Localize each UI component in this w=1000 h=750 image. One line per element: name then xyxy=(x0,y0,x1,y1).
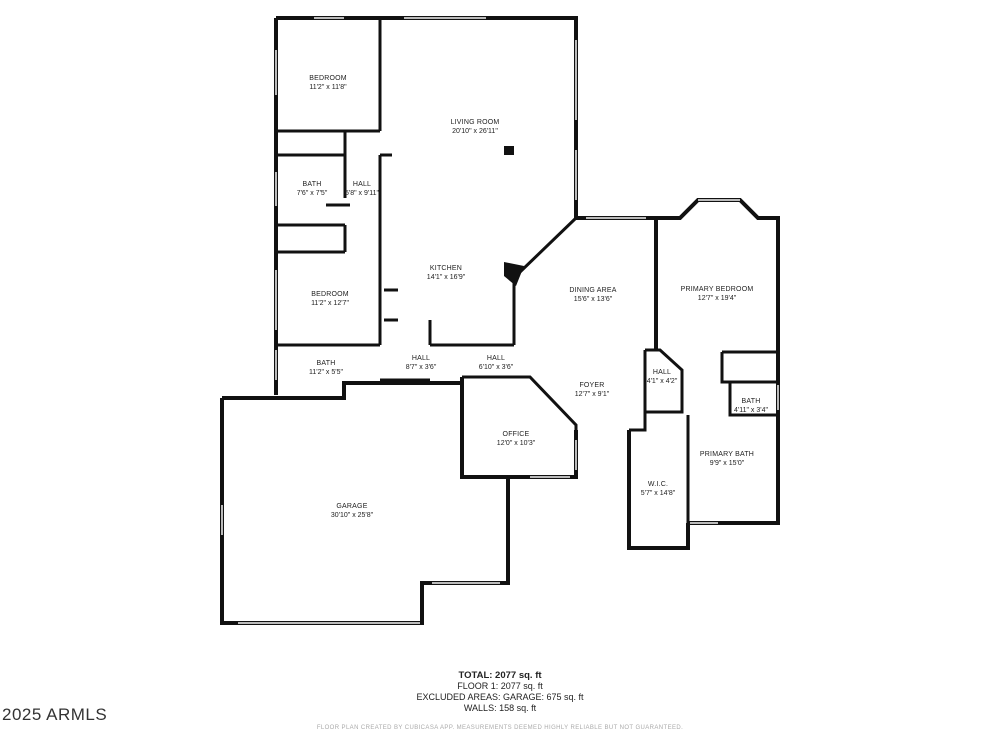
room-dimensions: 6'10" x 3'6" xyxy=(478,364,514,371)
exterior-walls xyxy=(220,16,780,625)
total-area: TOTAL: 2077 sq. ft xyxy=(458,670,542,681)
room-bedroom-top: BEDROOM 11'2" x 11'8" xyxy=(309,74,347,92)
room-name: PRIMARY BATH xyxy=(699,451,755,458)
room-dimensions: 7'6" x 7'5" xyxy=(296,190,328,197)
room-name: BATH xyxy=(316,360,336,367)
room-dimensions: 12'0" x 10'3" xyxy=(496,440,536,447)
room-name: KITCHEN xyxy=(429,265,463,272)
room-primary-bath: PRIMARY BATH 9'9" x 15'0" xyxy=(700,450,754,468)
room-dining-area: DINING AREA 15'6" x 13'6" xyxy=(569,286,616,304)
area-summary: TOTAL: 2077 sq. ft FLOOR 1: 2077 sq. ft … xyxy=(0,670,1000,714)
room-wic: W.I.C. 5'7" x 14'8" xyxy=(641,480,676,498)
room-dimensions: 11'2" x 11'8" xyxy=(309,84,347,91)
room-dimensions: 5'8" x 9'11" xyxy=(345,190,379,197)
room-name: HALL xyxy=(352,181,372,188)
room-name: GARAGE xyxy=(336,503,368,510)
room-bath-primary-small: BATH 4'11" x 3'4" xyxy=(734,397,768,415)
walls-area: WALLS: 158 sq. ft xyxy=(463,703,537,713)
room-dimensions: 12'7" x 19'4" xyxy=(697,295,737,302)
room-dimensions: 8'7" x 3'6" xyxy=(405,364,437,371)
room-foyer: FOYER 12'7" x 9'1" xyxy=(575,381,610,399)
room-name: HALL xyxy=(486,355,506,362)
room-dimensions: 9'9" x 15'0" xyxy=(709,460,745,467)
room-living-room: LIVING ROOM 20'10" x 26'11" xyxy=(451,118,500,136)
room-dimensions: 11'2" x 5'5" xyxy=(309,369,343,376)
room-dimensions: 30'10" x 25'8" xyxy=(330,512,374,519)
room-garage: GARAGE 30'10" x 25'8" xyxy=(331,502,373,520)
room-hall-c: HALL 4'1" x 4'2" xyxy=(647,368,678,386)
room-name: PRIMARY BEDROOM xyxy=(680,286,754,293)
room-name: OFFICE xyxy=(502,431,530,438)
room-name: W.I.C. xyxy=(647,481,669,488)
room-hall-upper: HALL 5'8" x 9'11" xyxy=(345,180,379,198)
fixtures xyxy=(504,146,524,286)
room-kitchen: KITCHEN 14'1" x 16'9" xyxy=(427,264,465,282)
room-dimensions: 12'7" x 9'1" xyxy=(574,391,610,398)
excluded-area: EXCLUDED AREAS: GARAGE: 675 sq. ft xyxy=(416,692,584,702)
room-name: DINING AREA xyxy=(569,287,617,294)
floor-area: FLOOR 1: 2077 sq. ft xyxy=(457,681,543,691)
room-dimensions: 11'2" x 12'7" xyxy=(311,300,349,307)
room-name: BEDROOM xyxy=(309,75,347,82)
room-name: BEDROOM xyxy=(311,291,349,298)
room-office: OFFICE 12'0" x 10'3" xyxy=(497,430,535,448)
disclaimer-note: FLOOR PLAN CREATED BY CUBICASA APP. MEAS… xyxy=(316,725,684,731)
room-dimensions: 4'11" x 3'4" xyxy=(734,407,768,414)
room-dimensions: 15'6" x 13'6" xyxy=(573,296,613,303)
room-hall-a: HALL 8'7" x 3'6" xyxy=(406,354,437,372)
room-bath-lower: BATH 11'2" x 5'5" xyxy=(309,359,343,377)
room-name: BATH xyxy=(741,398,761,405)
room-dimensions: 4'1" x 4'2" xyxy=(646,378,678,385)
room-bedroom-lower: BEDROOM 11'2" x 12'7" xyxy=(311,290,349,308)
interior-walls xyxy=(274,18,778,523)
room-bath-small: BATH 7'6" x 7'5" xyxy=(297,180,328,198)
room-name: BATH xyxy=(302,181,322,188)
room-dimensions: 5'7" x 14'8" xyxy=(640,490,676,497)
room-name: LIVING ROOM xyxy=(450,119,500,126)
room-name: HALL xyxy=(652,369,672,376)
copyright-watermark: 2025 ARMLS xyxy=(2,705,108,724)
room-dimensions: 14'1" x 16'9" xyxy=(426,274,466,281)
room-name: HALL xyxy=(411,355,431,362)
windows xyxy=(221,17,779,624)
room-primary-bedroom: PRIMARY BEDROOM 12'7" x 19'4" xyxy=(681,285,754,303)
room-hall-b: HALL 6'10" x 3'6" xyxy=(479,354,514,372)
room-dimensions: 20'10" x 26'11" xyxy=(452,128,498,135)
room-name: FOYER xyxy=(579,382,605,389)
